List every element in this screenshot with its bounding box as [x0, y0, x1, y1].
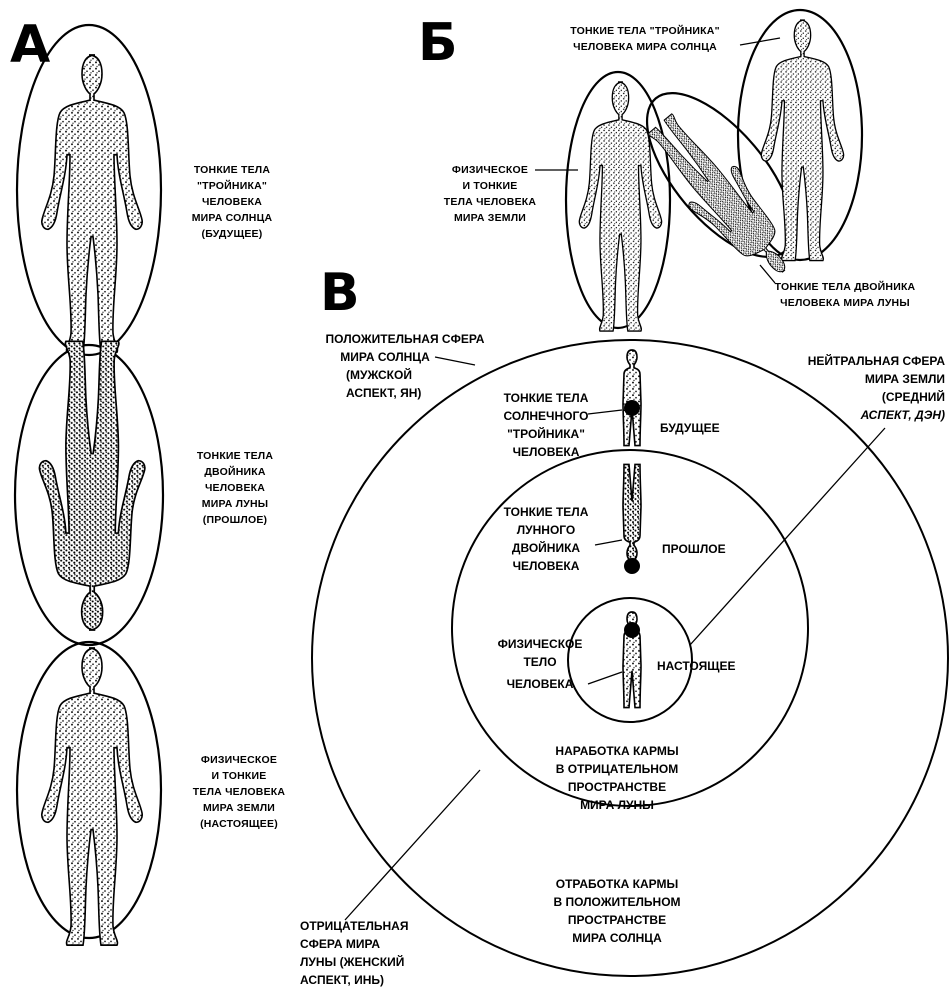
- svg-text:НАРАБОТКА КАРМЫ: НАРАБОТКА КАРМЫ: [555, 744, 678, 758]
- panel-b-earth-label: ФИЗИЧЕСКОЕ И ТОНКИЕ ТЕЛА ЧЕЛОВЕКА МИРА З…: [444, 164, 537, 224]
- panel-a-earth-label: ФИЗИЧЕСКОЕ И ТОНКИЕ ТЕЛА ЧЕЛОВЕКА МИРА З…: [193, 754, 286, 830]
- svg-text:НЕЙТРАЛЬНАЯ СФЕРА: НЕЙТРАЛЬНАЯ СФЕРА: [808, 353, 946, 368]
- panel-b-sun-figure: [761, 20, 843, 261]
- svg-text:ЧЕЛОВЕКА: ЧЕЛОВЕКА: [205, 482, 265, 494]
- negative-sphere-leader: [345, 770, 480, 920]
- past-label: ПРОШЛОЕ: [662, 542, 726, 556]
- svg-text:МИРА ЗЕМЛИ: МИРА ЗЕМЛИ: [865, 372, 945, 386]
- svg-text:ПРОСТРАНСТВЕ: ПРОСТРАНСТВЕ: [568, 913, 666, 927]
- svg-text:ЧЕЛОВЕКА: ЧЕЛОВЕКА: [513, 445, 580, 459]
- svg-text:МИРА ЗЕМЛИ: МИРА ЗЕМЛИ: [203, 802, 275, 814]
- svg-text:В ПОЛОЖИТЕЛЬНОМ: В ПОЛОЖИТЕЛЬНОМ: [553, 895, 680, 909]
- svg-text:ФИЗИЧЕСКОЕ: ФИЗИЧЕСКОЕ: [201, 754, 277, 766]
- panel-b-moon-label: ТОНКИЕ ТЕЛА ДВОЙНИКА ЧЕЛОВЕКА МИРА ЛУНЫ: [775, 280, 916, 309]
- svg-text:ДВОЙНИКА: ДВОЙНИКА: [512, 540, 580, 555]
- panel-a-sun-label: ТОНКИЕ ТЕЛА "ТРОЙНИКА" ЧЕЛОВЕКА МИРА СОЛ…: [192, 164, 273, 240]
- svg-text:(МУЖСКОЙ: (МУЖСКОЙ: [346, 367, 412, 382]
- moon-bodies-label: ТОНКИЕ ТЕЛА ЛУННОГО ДВОЙНИКА ЧЕЛОВЕКА: [504, 505, 589, 573]
- panel-b-earth-figure: [579, 82, 661, 331]
- svg-text:ТОНКИЕ ТЕЛА ДВОЙНИКА: ТОНКИЕ ТЕЛА ДВОЙНИКА: [775, 280, 916, 293]
- svg-text:ОТРИЦАТЕЛЬНАЯ: ОТРИЦАТЕЛЬНАЯ: [300, 919, 408, 933]
- svg-text:В ОТРИЦАТЕЛЬНОМ: В ОТРИЦАТЕЛЬНОМ: [556, 762, 679, 776]
- positive-sphere-leader: [435, 357, 475, 365]
- svg-text:МИРА СОЛНЦА: МИРА СОЛНЦА: [192, 212, 273, 224]
- karma-negative-label: НАРАБОТКА КАРМЫ В ОТРИЦАТЕЛЬНОМ ПРОСТРАН…: [555, 744, 678, 812]
- svg-text:"ТРОЙНИКА": "ТРОЙНИКА": [197, 179, 267, 192]
- svg-text:АСПЕКТ, ДЭН): АСПЕКТ, ДЭН): [860, 408, 945, 422]
- svg-text:ПРОСТРАНСТВЕ: ПРОСТРАНСТВЕ: [568, 780, 666, 794]
- svg-text:(СРЕДНИЙ: (СРЕДНИЙ: [882, 389, 945, 404]
- svg-text:ТОНКИЕ ТЕЛА: ТОНКИЕ ТЕЛА: [194, 164, 271, 176]
- svg-text:МИРА СОЛНЦА: МИРА СОЛНЦА: [340, 350, 430, 364]
- svg-text:ЧЕЛОВЕКА: ЧЕЛОВЕКА: [202, 196, 262, 208]
- svg-text:СОЛНЕЧНОГО: СОЛНЕЧНОГО: [504, 409, 589, 423]
- svg-text:ОТРАБОТКА КАРМЫ: ОТРАБОТКА КАРМЫ: [556, 877, 678, 891]
- panel-a-letter: А: [10, 15, 50, 75]
- svg-text:ЧЕЛОВЕКА: ЧЕЛОВЕКА: [507, 677, 574, 691]
- svg-text:И ТОНКИЕ: И ТОНКИЕ: [463, 180, 518, 192]
- svg-text:ЧЕЛОВЕКА МИРА ЛУНЫ: ЧЕЛОВЕКА МИРА ЛУНЫ: [780, 297, 910, 309]
- present-label: НАСТОЯЩЕЕ: [657, 659, 735, 673]
- panel-a-earth-figure: [42, 648, 142, 945]
- neutral-sphere-label: НЕЙТРАЛЬНАЯ СФЕРА МИРА ЗЕМЛИ (СРЕДНИЙ АС…: [808, 353, 946, 422]
- svg-text:МИРА ЛУНЫ: МИРА ЛУНЫ: [202, 498, 268, 510]
- svg-text:(БУДУЩЕЕ): (БУДУЩЕЕ): [202, 228, 263, 240]
- physical-body-leader: [588, 672, 622, 684]
- svg-text:ТОНКИЕ ТЕЛА: ТОНКИЕ ТЕЛА: [197, 450, 274, 462]
- panel-a-moon-figure: [39, 341, 144, 630]
- future-label: БУДУЩЕЕ: [660, 421, 720, 435]
- svg-text:МИРА СОЛНЦА: МИРА СОЛНЦА: [572, 931, 662, 945]
- panel-a-sun-figure: [42, 55, 142, 352]
- svg-text:ТЕЛО: ТЕЛО: [523, 655, 556, 669]
- svg-text:ЧЕЛОВЕКА: ЧЕЛОВЕКА: [513, 559, 580, 573]
- physical-body-label: ФИЗИЧЕСКОЕ ТЕЛО ЧЕЛОВЕКА: [498, 637, 583, 691]
- svg-text:СФЕРА МИРА: СФЕРА МИРА: [300, 937, 380, 951]
- neutral-sphere-leader: [690, 428, 885, 645]
- panel-c-letter: В: [320, 263, 360, 323]
- svg-text:ТЕЛА ЧЕЛОВЕКА: ТЕЛА ЧЕЛОВЕКА: [444, 196, 537, 208]
- panel-a-moon-label: ТОНКИЕ ТЕЛА ДВОЙНИКА ЧЕЛОВЕКА МИРА ЛУНЫ …: [197, 450, 274, 526]
- panel-b-sun-label: ТОНКИЕ ТЕЛА "ТРОЙНИКА" ЧЕЛОВЕКА МИРА СОЛ…: [570, 24, 720, 53]
- svg-text:"ТРОЙНИКА": "ТРОЙНИКА": [507, 426, 585, 441]
- panel-c-figure-column: [623, 350, 641, 708]
- svg-text:АСПЕКТ, ЯН): АСПЕКТ, ЯН): [346, 386, 421, 400]
- svg-text:МИРА ЛУНЫ: МИРА ЛУНЫ: [580, 798, 654, 812]
- svg-text:И ТОНКИЕ: И ТОНКИЕ: [212, 770, 267, 782]
- svg-text:ФИЗИЧЕСКОЕ: ФИЗИЧЕСКОЕ: [498, 637, 583, 651]
- sun-bodies-label: ТОНКИЕ ТЕЛА СОЛНЕЧНОГО "ТРОЙНИКА" ЧЕЛОВЕ…: [504, 391, 589, 459]
- svg-text:ТОНКИЕ ТЕЛА: ТОНКИЕ ТЕЛА: [504, 505, 589, 519]
- svg-text:(ПРОШЛОЕ): (ПРОШЛОЕ): [203, 514, 267, 526]
- svg-text:ДВОЙНИКА: ДВОЙНИКА: [204, 465, 265, 478]
- svg-text:АСПЕКТ, ИНЬ): АСПЕКТ, ИНЬ): [300, 973, 384, 987]
- svg-text:ФИЗИЧЕСКОЕ: ФИЗИЧЕСКОЕ: [452, 164, 528, 176]
- svg-text:ЛУНЫ (ЖЕНСКИЙ: ЛУНЫ (ЖЕНСКИЙ: [300, 954, 404, 969]
- karma-positive-label: ОТРАБОТКА КАРМЫ В ПОЛОЖИТЕЛЬНОМ ПРОСТРАН…: [553, 877, 680, 945]
- moon-bodies-leader: [595, 540, 622, 545]
- svg-text:ТЕЛА ЧЕЛОВЕКА: ТЕЛА ЧЕЛОВЕКА: [193, 786, 286, 798]
- sun-bodies-leader: [588, 410, 622, 414]
- svg-text:ЛУННОГО: ЛУННОГО: [517, 523, 576, 537]
- svg-text:ТОНКИЕ ТЕЛА "ТРОЙНИКА": ТОНКИЕ ТЕЛА "ТРОЙНИКА": [570, 24, 720, 37]
- panel-b-letter: Б: [418, 13, 458, 73]
- svg-text:ЧЕЛОВЕКА МИРА СОЛНЦА: ЧЕЛОВЕКА МИРА СОЛНЦА: [573, 41, 717, 53]
- negative-sphere-label: ОТРИЦАТЕЛЬНАЯ СФЕРА МИРА ЛУНЫ (ЖЕНСКИЙ А…: [300, 919, 408, 987]
- svg-text:ПОЛОЖИТЕЛЬНАЯ СФЕРА: ПОЛОЖИТЕЛЬНАЯ СФЕРА: [326, 332, 485, 346]
- svg-text:ТОНКИЕ ТЕЛА: ТОНКИЕ ТЕЛА: [504, 391, 589, 405]
- svg-text:(НАСТОЯЩЕЕ): (НАСТОЯЩЕЕ): [200, 818, 278, 830]
- svg-text:МИРА ЗЕМЛИ: МИРА ЗЕМЛИ: [454, 212, 526, 224]
